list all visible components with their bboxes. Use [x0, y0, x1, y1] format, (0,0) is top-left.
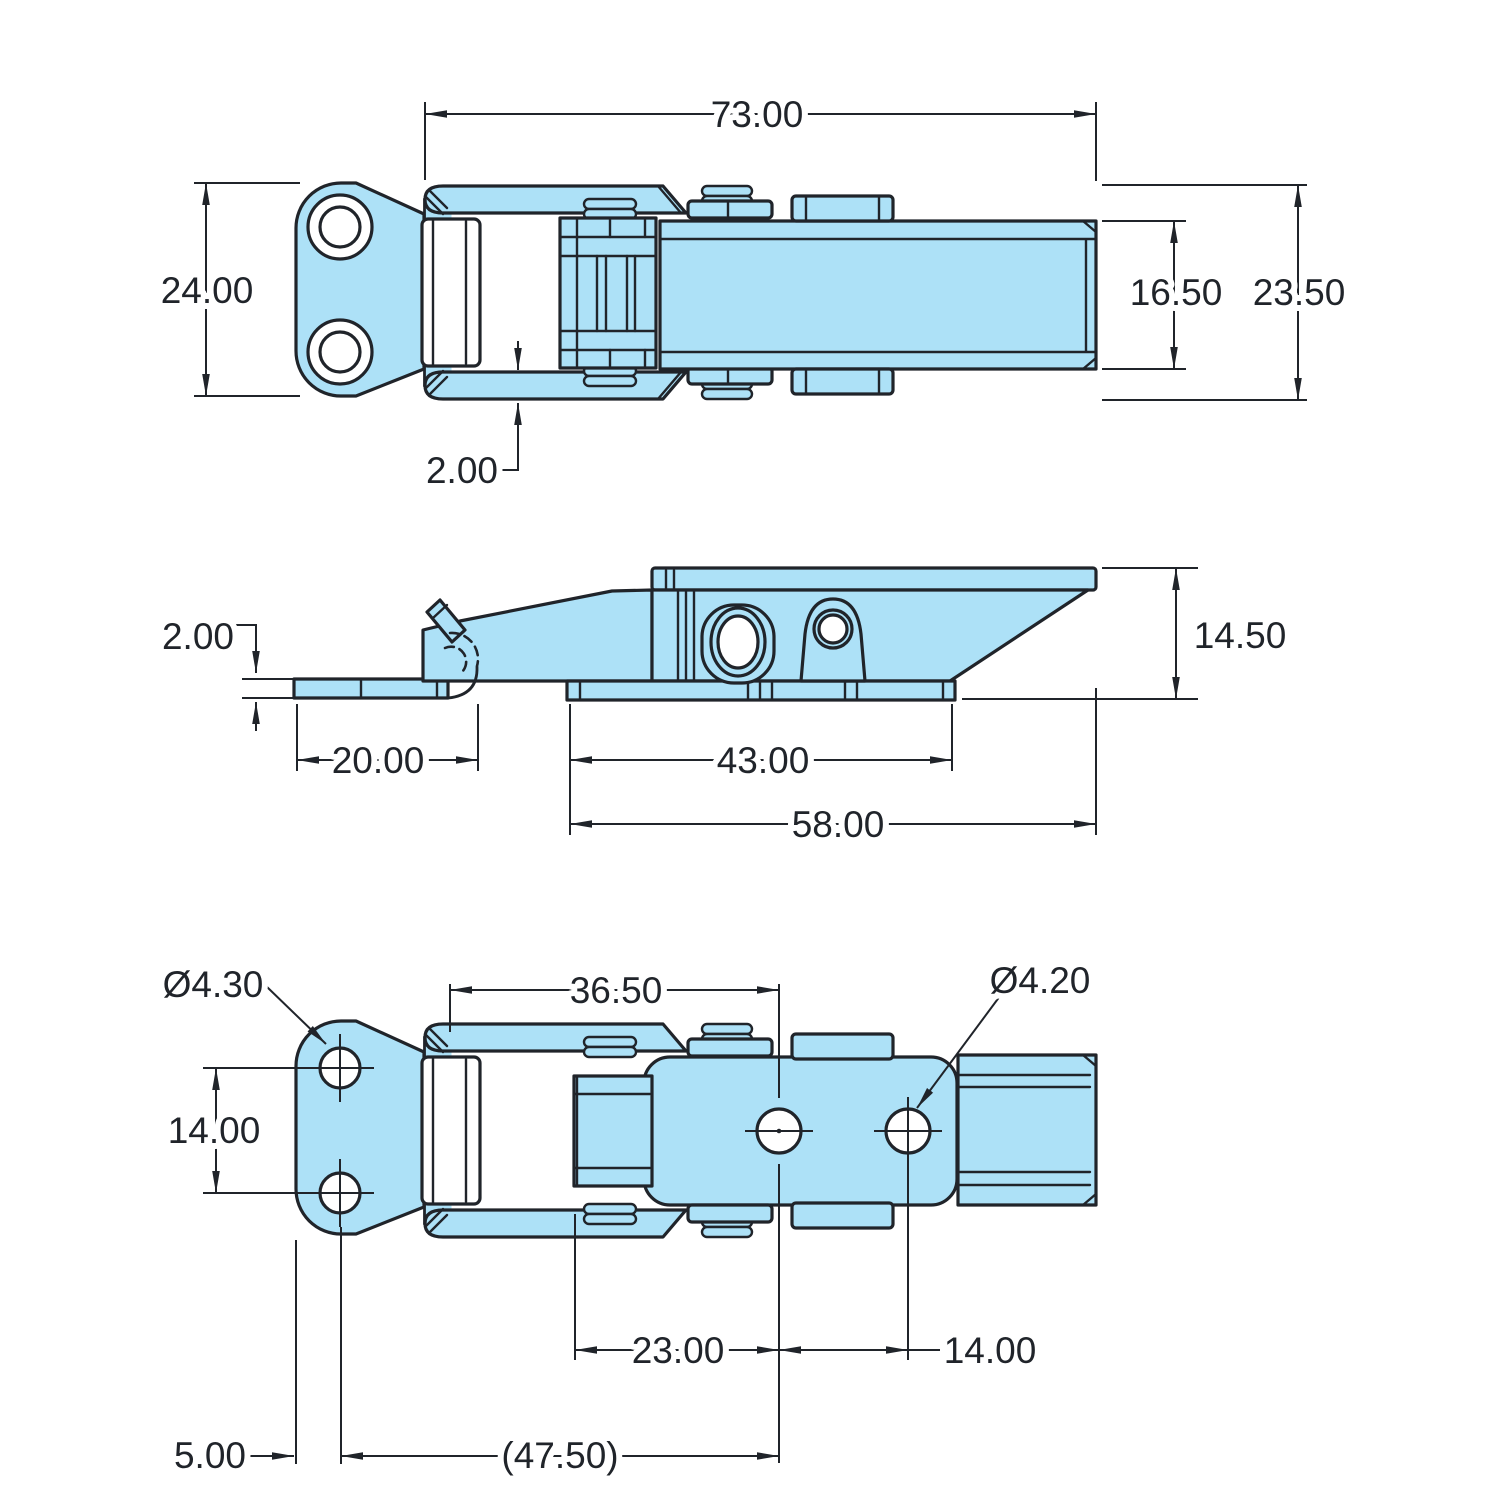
latch-lever-b	[956, 1053, 1098, 1207]
side-view: 2.00 20.00 43.00 58.00 14.50	[156, 566, 1292, 851]
dim-keeper-length: 20.00	[296, 704, 479, 787]
body-fold-lines-side	[664, 568, 696, 683]
latch-lever	[658, 219, 1098, 371]
bail-fold-lines	[424, 189, 449, 396]
dim-base-to-hole: 23.00	[574, 1214, 779, 1377]
bail-chamfer-line-top	[656, 184, 683, 215]
lever-tab-bottom-b	[790, 1201, 895, 1230]
lever-tab-top-b	[790, 1032, 895, 1061]
latch-body-neck-b	[572, 1074, 654, 1188]
keeper-hole-crosshairs	[306, 1034, 374, 1227]
dim-pivot-span: 36.50	[449, 964, 780, 1463]
dim-keeper-hole-spacing: 14.00	[162, 1067, 306, 1194]
dim-text-d4-30: Ø4.30	[163, 964, 264, 1005]
lever-tab-bottom	[790, 367, 895, 396]
pivot-hole-inner	[716, 614, 760, 670]
dim-text-14-right: 14.00	[944, 1330, 1037, 1371]
dim-text-23: 23.00	[632, 1330, 725, 1371]
dim-text-16-5: 16.50	[1130, 272, 1223, 313]
hook-lip	[425, 598, 467, 644]
latch-body	[558, 216, 658, 370]
top-view: 73.00 24.00 16.50 23.50 2.00	[155, 88, 1352, 497]
latch-hole-crosshairs	[745, 1097, 942, 1165]
hook-hidden-bend-1	[448, 631, 480, 668]
dim-keeper-hole-dia: Ø4.30	[157, 958, 327, 1045]
bail-sleeve-top	[686, 199, 774, 220]
body-neck-lines-b	[572, 1074, 652, 1188]
bottom-view: Ø4.30 Ø4.20 36.50 14.00 23.00 14.00	[157, 954, 1098, 1482]
dim-loop-thickness: 2.00	[420, 341, 522, 497]
lever-detail-lines	[658, 219, 1098, 371]
dim-text-5: 5.00	[174, 1435, 246, 1476]
dim-keeper-plate-width: 24.00	[155, 182, 300, 397]
bail-top-bar	[423, 184, 688, 215]
bail-bottom-bar-b	[423, 1208, 688, 1239]
dim-text-47-5: (47.50)	[501, 1435, 618, 1476]
bail-sleeve-bottom-b	[686, 1203, 774, 1224]
dim-text-24: 24.00	[161, 270, 254, 311]
lever-cover-side	[650, 566, 1098, 592]
dim-edge-offset: 5.00	[168, 1227, 342, 1482]
hinge-strip-b	[420, 1055, 482, 1206]
dim-latch-hole-spacing: 14.00	[779, 1164, 1042, 1377]
bail-top-bar-b	[423, 1022, 688, 1053]
latch-body-detail-lines	[558, 216, 658, 370]
lever-tab-top	[790, 194, 895, 223]
dim-text-36-5: 36.50	[570, 970, 663, 1011]
bail-chamfer-line-bottom	[656, 370, 683, 401]
dim-text-23-5: 23.50	[1253, 272, 1346, 313]
hinge-strip	[420, 217, 482, 368]
hook-lip-line	[431, 603, 449, 620]
dim-text-73: 73.00	[711, 94, 804, 135]
dim-text-2-side: 2.00	[162, 616, 234, 657]
lever-tab-bottom-lines	[804, 367, 881, 396]
dim-text-14-left: 14.00	[168, 1110, 261, 1151]
flange-lines-side	[578, 679, 945, 702]
bail-fold-lines-b	[424, 1027, 449, 1234]
dim-text-20: 20.00	[332, 740, 425, 781]
dim-plate-thickness: 2.00	[156, 610, 300, 731]
dim-lever-width: 16.50	[1102, 220, 1228, 370]
dim-text-2-top: 2.00	[426, 450, 498, 491]
dim-reference-span: (47.50)	[341, 1429, 779, 1482]
dim-base-length: 43.00	[569, 704, 953, 835]
bail-bottom-bar	[423, 370, 688, 401]
keeper-plate-side	[292, 677, 450, 700]
bail-sleeve-top-b	[686, 1037, 774, 1058]
dim-text-14-5: 14.50	[1194, 615, 1287, 656]
dim-overall-width: 23.50	[1102, 184, 1351, 401]
dim-text-d4-20: Ø4.20	[990, 960, 1091, 1001]
keeper-plate-b	[294, 1019, 426, 1236]
keeper-hole-bottom	[318, 330, 362, 374]
dim-overall-length-side: 58.00	[570, 688, 1097, 851]
lug-hole-inner	[817, 613, 849, 645]
lever-lines-b	[956, 1053, 1098, 1207]
hook-hidden-bend-2	[443, 645, 468, 675]
keeper-hole-top	[318, 205, 362, 249]
dim-height-side: 14.50	[962, 567, 1292, 700]
hook-curve	[446, 665, 479, 700]
dim-text-58: 58.00	[792, 804, 885, 845]
dim-text-43: 43.00	[717, 740, 810, 781]
lever-tab-top-lines	[804, 194, 881, 223]
dim-overall-length: 73.00	[424, 88, 1097, 181]
dim-latch-hole-dia: Ø4.20	[916, 954, 1096, 1109]
